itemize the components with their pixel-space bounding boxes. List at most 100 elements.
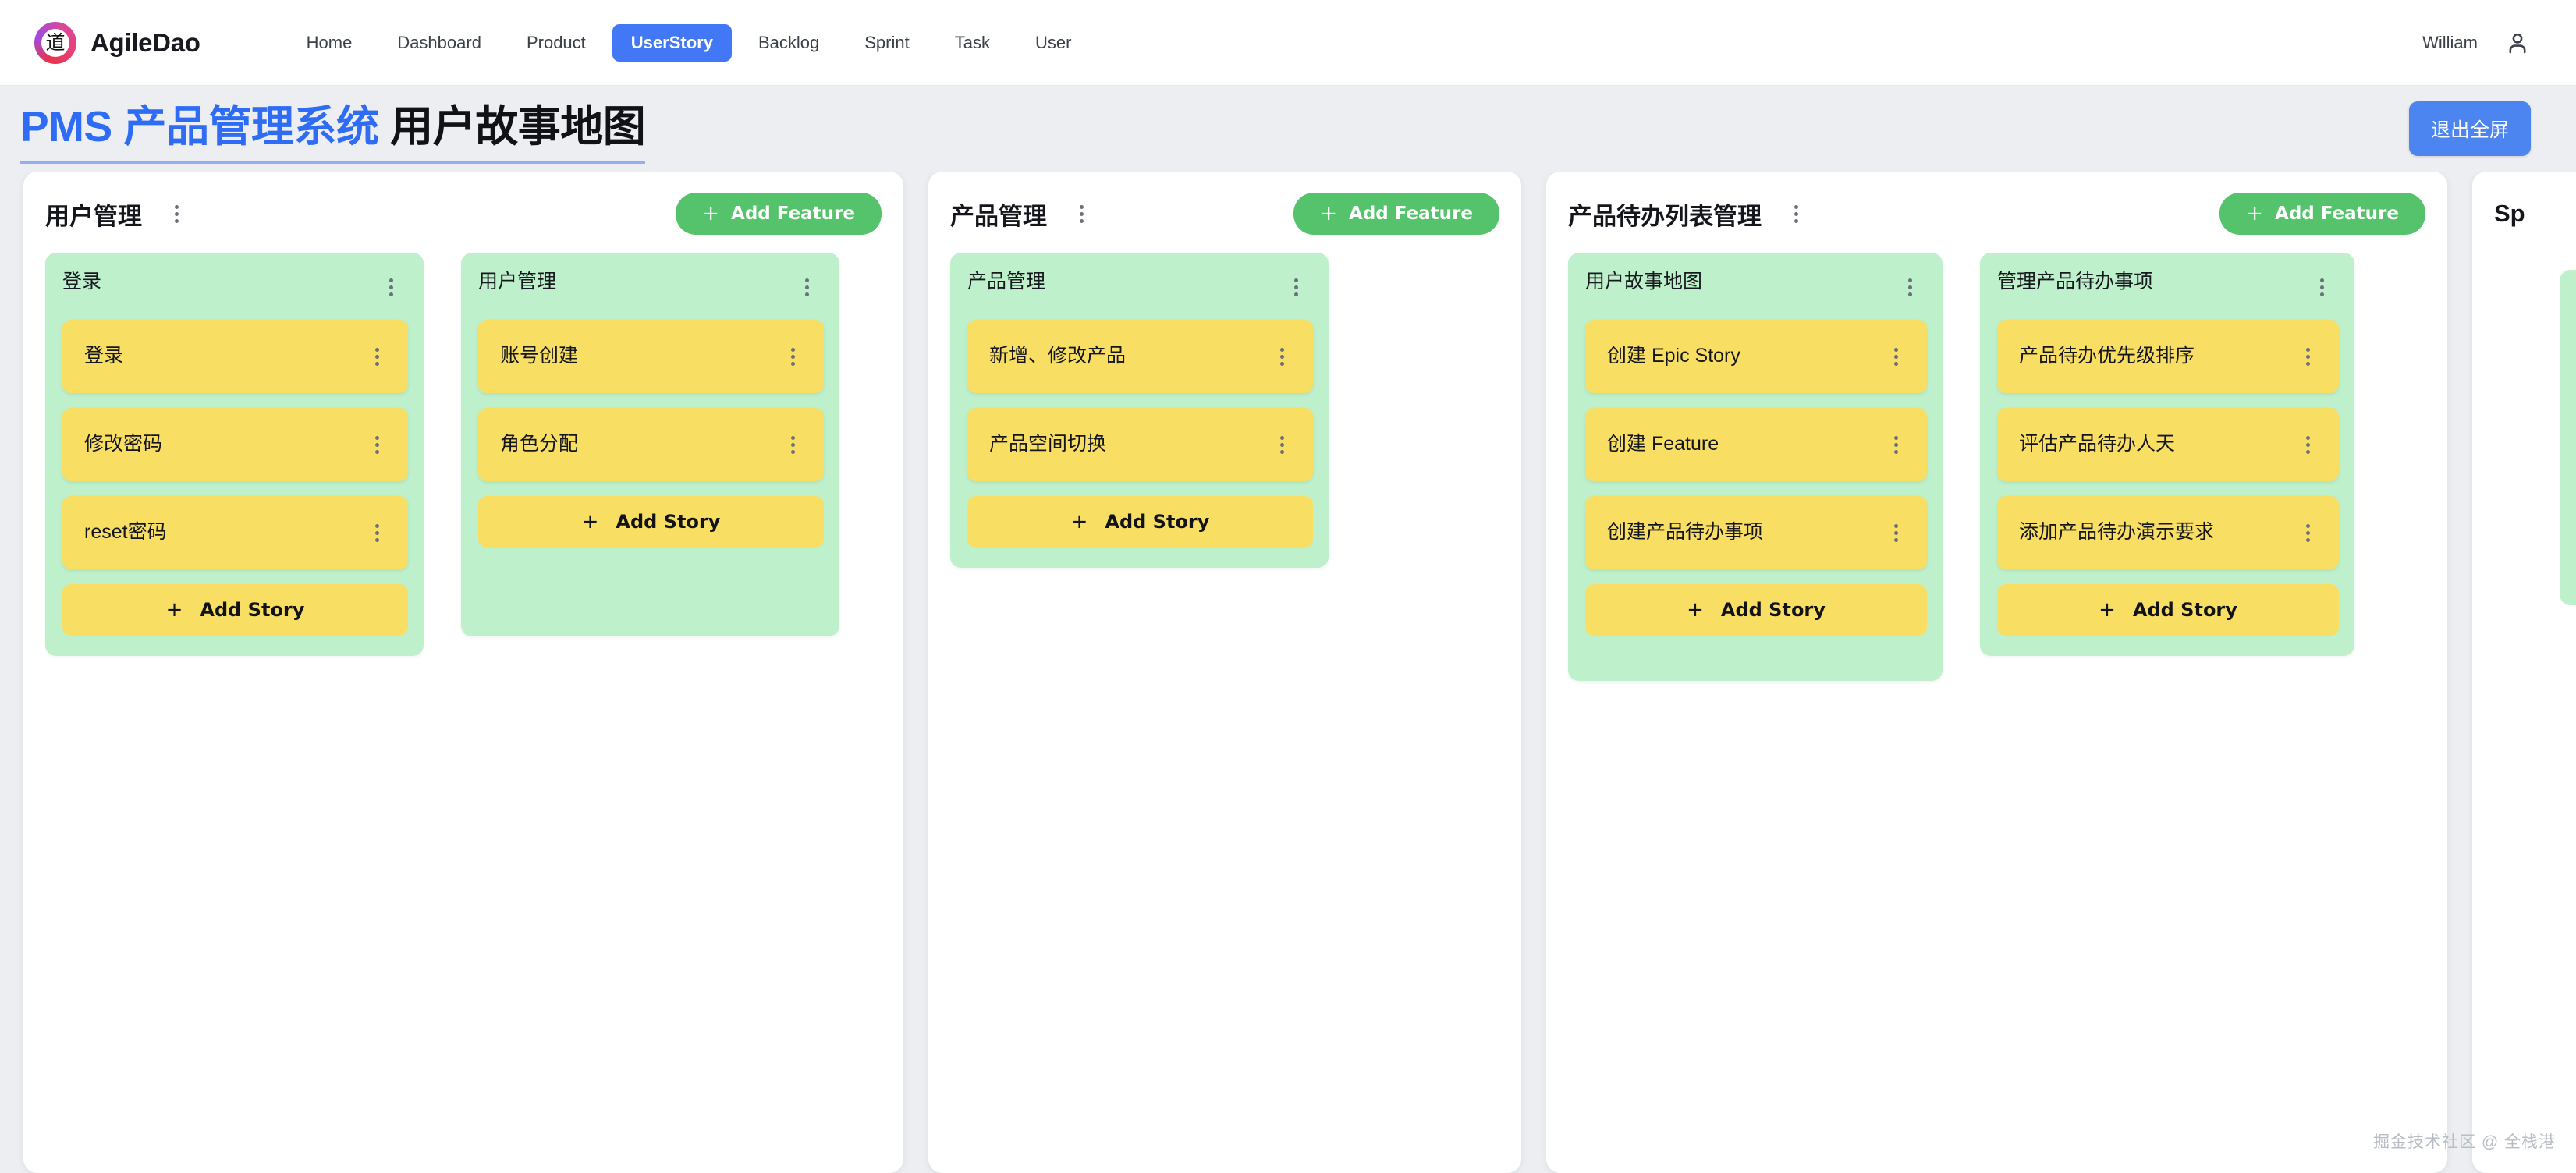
more-options-icon[interactable] [2290, 339, 2325, 374]
story-card[interactable]: 评估产品待办人天 [1997, 408, 2339, 481]
feature-card[interactable] [2560, 270, 2576, 605]
plus-icon: + [2099, 598, 2116, 622]
more-options-icon[interactable] [2290, 516, 2325, 550]
plus-icon: + [1070, 510, 1088, 533]
story-title: 登录 [84, 345, 124, 367]
user-area: William [2422, 30, 2531, 56]
more-options-icon[interactable] [374, 270, 408, 304]
add-feature-button[interactable]: + Add Feature [676, 193, 882, 235]
epic-title: 产品待办列表管理 [1568, 202, 1762, 230]
story-card[interactable]: 创建产品待办事项 [1585, 496, 1927, 569]
more-options-icon[interactable] [1893, 270, 1927, 304]
feature-card[interactable]: 用户故事地图 创建 Epic Story 创建 Feature 创建产品待办事项… [1568, 253, 1943, 681]
exit-fullscreen-button[interactable]: 退出全屏 [2408, 101, 2531, 156]
nav-item-sprint[interactable]: Sprint [864, 32, 910, 52]
story-title: 评估产品待办人天 [2019, 433, 2176, 455]
feature-header: 管理产品待办事项 [1997, 270, 2339, 304]
feature-header: 产品管理 [967, 270, 1313, 304]
story-card[interactable]: 账号创建 [478, 320, 824, 393]
add-story-button[interactable]: + Add Story [478, 496, 824, 548]
nav-item-dashboard[interactable]: Dashboard [397, 32, 481, 52]
story-card[interactable]: 产品待办优先级排序 [1997, 320, 2339, 393]
story-title: 账号创建 [500, 345, 579, 367]
nav-item-backlog[interactable]: Backlog [758, 32, 820, 52]
feature-title: 管理产品待办事项 [1997, 271, 2154, 292]
add-story-button[interactable]: + Add Story [62, 584, 408, 636]
nav-item-task[interactable]: Task [954, 32, 990, 52]
epic-title: Sp [2494, 200, 2525, 227]
more-options-icon[interactable] [1879, 516, 1913, 550]
story-title: 创建 Epic Story [1607, 345, 1740, 367]
story-card[interactable]: 新增、修改产品 [967, 320, 1313, 393]
story-title: 产品空间切换 [989, 433, 1107, 455]
story-card[interactable]: 角色分配 [478, 408, 824, 481]
main-nav-links: Home Dashboard Product UserStory Backlog… [288, 23, 1091, 62]
more-options-icon[interactable] [159, 197, 193, 231]
feature-card[interactable]: 用户管理 账号创建 角色分配 + Add Story [461, 253, 839, 636]
plus-icon: + [1687, 598, 1704, 622]
brand-logo[interactable]: 道 AgileDao [34, 21, 200, 64]
page-title-bar: PMS 产品管理系统 用户故事地图 退出全屏 [0, 86, 2576, 172]
add-feature-label: Add Feature [2275, 204, 2399, 224]
user-name-label: William [2422, 32, 2478, 52]
add-feature-button[interactable]: + Add Feature [1293, 193, 1499, 235]
plus-icon: + [702, 202, 720, 225]
story-title: 修改密码 [84, 433, 163, 455]
nav-item-product[interactable]: Product [526, 32, 586, 52]
more-options-icon[interactable] [789, 270, 824, 304]
feature-row: 用户故事地图 创建 Epic Story 创建 Feature 创建产品待办事项… [1568, 253, 2425, 681]
more-options-icon[interactable] [2290, 427, 2325, 462]
story-card[interactable]: reset密码 [62, 496, 408, 569]
more-options-icon[interactable] [360, 427, 394, 462]
feature-card[interactable]: 产品管理 新增、修改产品 产品空间切换 + Add Story [950, 253, 1329, 568]
feature-card[interactable]: 登录 登录 修改密码 reset密码 + Add Story [45, 253, 424, 656]
more-options-icon[interactable] [1265, 427, 1299, 462]
story-title: 角色分配 [500, 433, 579, 455]
add-story-label: Add Story [200, 599, 305, 621]
more-options-icon[interactable] [360, 516, 394, 550]
add-story-button[interactable]: + Add Story [967, 496, 1313, 548]
more-options-icon[interactable] [2305, 270, 2339, 304]
feature-row: 产品管理 新增、修改产品 产品空间切换 + Add Story [950, 253, 1499, 568]
story-card[interactable]: 创建 Feature [1585, 408, 1927, 481]
epic-header: 产品待办列表管理 + Add Feature [1568, 192, 2425, 236]
story-card[interactable]: 添加产品待办演示要求 [1997, 496, 2339, 569]
story-title: 添加产品待办演示要求 [2019, 521, 2215, 544]
plus-icon: + [165, 598, 183, 622]
more-options-icon[interactable] [1265, 339, 1299, 374]
add-story-button[interactable]: + Add Story [1585, 584, 1927, 636]
more-options-icon[interactable] [1879, 427, 1913, 462]
more-options-icon[interactable] [775, 427, 810, 462]
plus-icon: + [2246, 202, 2264, 225]
feature-header: 用户管理 [478, 270, 824, 304]
more-options-icon[interactable] [360, 339, 394, 374]
epic-header: 产品管理 + Add Feature [950, 192, 1499, 236]
more-options-icon[interactable] [1879, 339, 1913, 374]
story-card[interactable]: 产品空间切换 [967, 408, 1313, 481]
more-options-icon[interactable] [1064, 197, 1098, 231]
more-options-icon[interactable] [1779, 197, 1813, 231]
add-story-button[interactable]: + Add Story [1997, 584, 2339, 636]
epic-title: 用户管理 [45, 202, 142, 230]
logo-character: 道 [45, 31, 66, 54]
feature-title: 登录 [62, 271, 102, 292]
epic-column: 用户管理 + Add Feature 登录 登录 修改密码 [23, 172, 903, 1173]
more-options-icon[interactable] [775, 339, 810, 374]
epic-column: 产品待办列表管理 + Add Feature 用户故事地图 创建 Epic St… [1546, 172, 2447, 1173]
story-card[interactable]: 创建 Epic Story [1585, 320, 1927, 393]
story-map-board[interactable]: 用户管理 + Add Feature 登录 登录 修改密码 [0, 172, 2576, 1173]
story-title: reset密码 [84, 521, 167, 544]
nav-item-userstory[interactable]: UserStory [612, 23, 732, 62]
add-feature-button[interactable]: + Add Feature [2219, 193, 2425, 235]
person-icon[interactable] [2504, 30, 2531, 56]
nav-item-user[interactable]: User [1034, 32, 1072, 52]
epic-column: 产品管理 + Add Feature 产品管理 新增、修改产品 产品空间切换 [928, 172, 1521, 1173]
more-options-icon[interactable] [1279, 270, 1313, 304]
story-title: 产品待办优先级排序 [2019, 345, 2195, 367]
top-navigation-bar: 道 AgileDao Home Dashboard Product UserSt… [0, 0, 2576, 86]
story-card[interactable]: 登录 [62, 320, 408, 393]
feature-card[interactable]: 管理产品待办事项 产品待办优先级排序 评估产品待办人天 添加产品待办演示要求 + [1980, 253, 2354, 656]
story-title: 创建产品待办事项 [1607, 521, 1764, 544]
story-card[interactable]: 修改密码 [62, 408, 408, 481]
nav-item-home[interactable]: Home [306, 32, 353, 52]
